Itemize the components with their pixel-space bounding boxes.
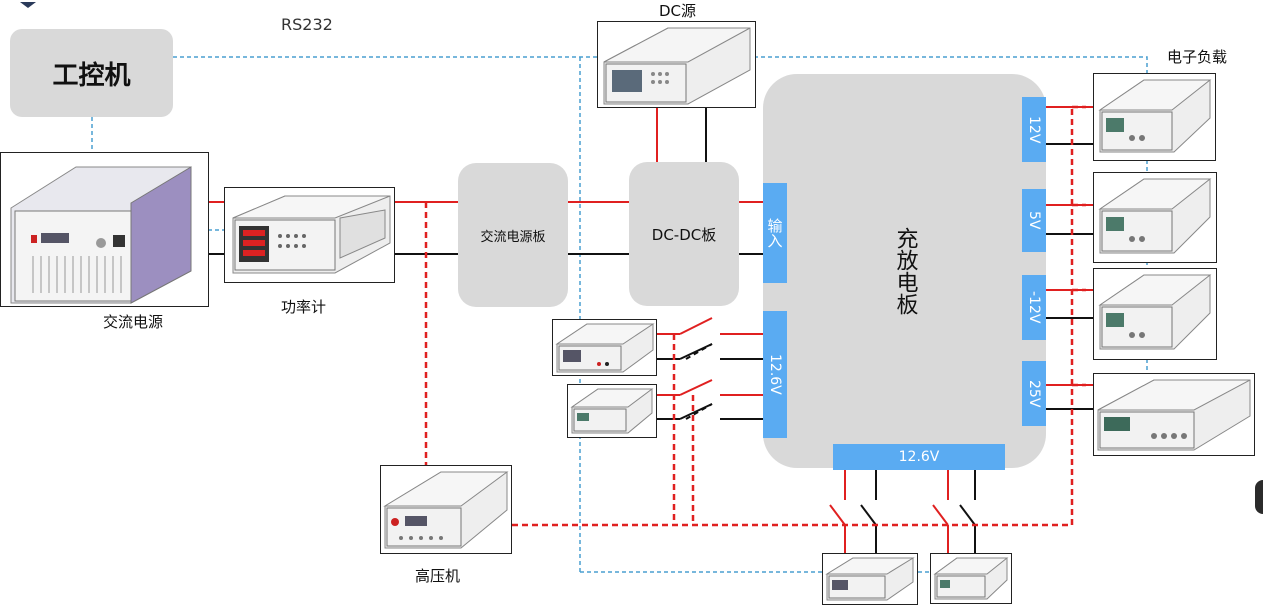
port-12-6v-bottom-label: 12.6V xyxy=(898,449,940,465)
output-25v-port: 25V xyxy=(1022,361,1046,426)
output-12v-port: 12V xyxy=(1022,97,1046,162)
bottom-device-2 xyxy=(930,553,1012,604)
ac-source-drawing xyxy=(10,166,192,304)
dc-source-device xyxy=(597,21,756,108)
ac-source-device xyxy=(0,152,209,307)
ipc-label: 工控机 xyxy=(52,60,131,91)
ac-power-board: 交流电源板 xyxy=(458,163,568,307)
electronic-load-label: 电子负载 xyxy=(1167,48,1228,66)
electronic-load-4-drawing xyxy=(1097,379,1251,451)
bottom-device-2-drawing xyxy=(933,557,1009,600)
dc-source-drawing xyxy=(603,27,751,105)
electronic-load-1-drawing xyxy=(1098,79,1212,153)
output-5v-port: 5V xyxy=(1022,189,1046,252)
electronic-load-1 xyxy=(1093,73,1216,161)
port-12-6v-bottom: 12.6V xyxy=(833,444,1005,470)
hipot-tester-label: 高压机 xyxy=(415,567,461,585)
dcdc-board-label: DC-DC板 xyxy=(651,225,717,244)
bottom-device-1-drawing xyxy=(825,557,915,601)
hipot-bus xyxy=(424,105,1086,527)
electronic-load-2 xyxy=(1093,172,1217,263)
ac-source-label: 交流电源 xyxy=(103,313,164,331)
bottom-device-1 xyxy=(822,553,918,605)
port-12-6v-left-label: 12.6V xyxy=(767,354,783,395)
output-minus12v-label: -12V xyxy=(1026,291,1042,324)
battery-simulator-2-drawing xyxy=(570,388,654,434)
electronic-load-3 xyxy=(1093,268,1217,360)
battery-simulator-1 xyxy=(552,319,657,376)
output-5v-label: 5V xyxy=(1026,211,1042,230)
power-meter-label: 功率计 xyxy=(281,298,327,316)
electronic-load-3-drawing xyxy=(1098,274,1212,350)
hipot-tester-device xyxy=(380,465,512,554)
dc-source-label: DC源 xyxy=(659,2,697,20)
output-25v-label: 25V xyxy=(1026,379,1042,408)
logo-icon xyxy=(18,0,38,10)
charge-discharge-board: 充放电板 xyxy=(763,74,1046,468)
scroll-handle[interactable] xyxy=(1255,480,1263,514)
hipot-tester-drawing xyxy=(383,471,509,549)
power-meter-drawing xyxy=(232,195,391,274)
rs232-bus xyxy=(91,56,1148,573)
input-port-label: 输入 xyxy=(765,218,784,248)
electronic-load-2-drawing xyxy=(1098,178,1212,254)
input-port: 输入 xyxy=(763,183,787,283)
ipc-box: 工控机 xyxy=(10,29,173,117)
dcdc-board: DC-DC板 xyxy=(629,162,739,306)
charge-discharge-board-label: 充放电板 xyxy=(892,227,918,315)
ac-power-board-label: 交流电源板 xyxy=(480,229,546,245)
output-12v-label: 12V xyxy=(1026,115,1042,144)
output-minus12v-port: -12V xyxy=(1022,275,1046,340)
battery-simulator-2 xyxy=(567,384,657,438)
electronic-load-4 xyxy=(1093,373,1255,456)
rs232-label: RS232 xyxy=(281,15,333,34)
port-12-6v-left: 12.6V xyxy=(763,311,787,438)
battery-simulator-1-drawing xyxy=(555,323,655,373)
power-meter-device xyxy=(224,187,395,283)
